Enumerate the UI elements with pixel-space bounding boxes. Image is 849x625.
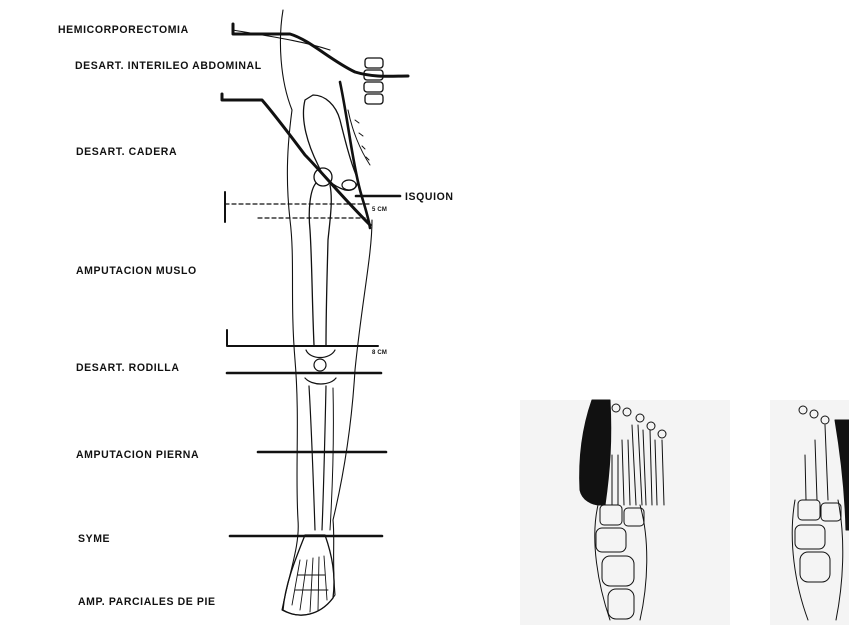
spine: [364, 58, 383, 104]
tibia: [309, 386, 326, 530]
cut-line-hemicorporectomia: [233, 24, 408, 76]
sacrum: [348, 110, 370, 165]
foot-amputation-shaded-right: [835, 420, 849, 530]
pelvis-bone: [303, 95, 357, 190]
foot-amputation-shaded-left: [580, 400, 611, 505]
knee-bracket: [227, 330, 378, 346]
obturator-foramen: [342, 180, 356, 190]
patella: [314, 359, 326, 371]
fibula: [330, 388, 333, 530]
femur: [309, 183, 331, 345]
foot-skeleton-right: [792, 406, 843, 620]
cut-line-interileo: [222, 94, 370, 225]
foot-bones: [292, 556, 328, 612]
knee-joint: [305, 350, 336, 384]
